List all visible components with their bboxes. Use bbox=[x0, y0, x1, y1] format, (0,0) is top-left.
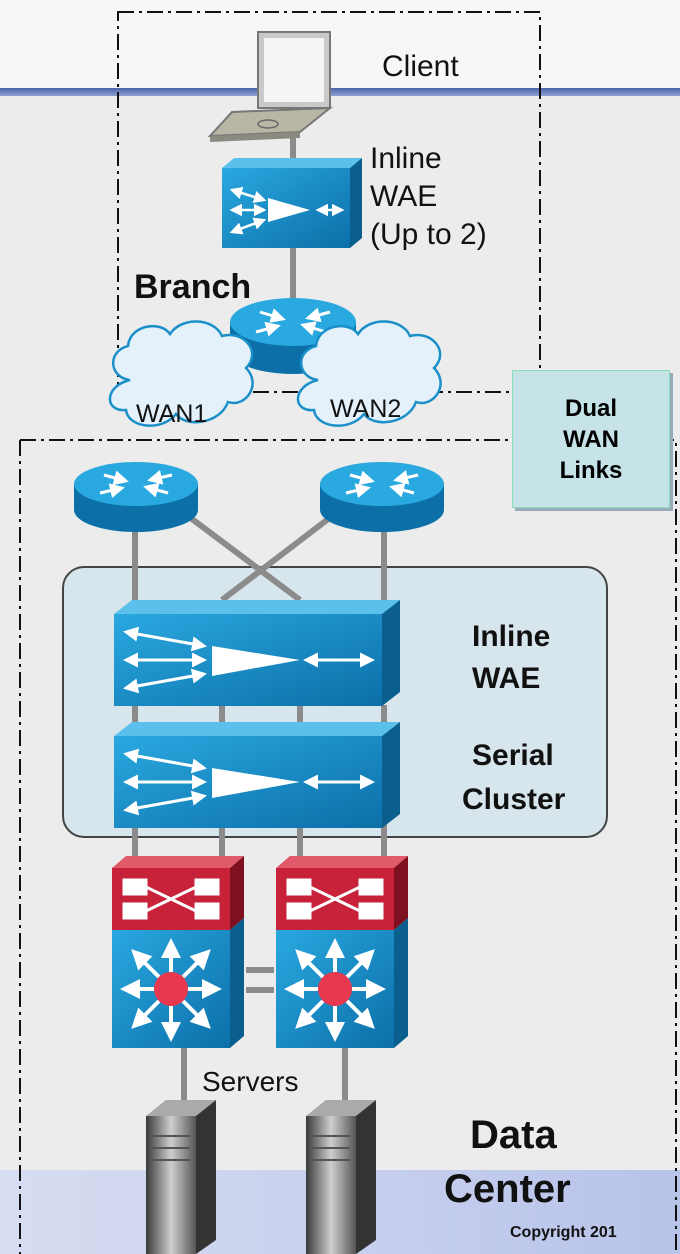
wan1-label: WAN1 bbox=[136, 400, 208, 428]
multilayer-switch-icon bbox=[276, 918, 408, 1048]
dc-wae-line1: Inline bbox=[472, 620, 551, 653]
dc-wae-label: Inline WAE bbox=[472, 616, 550, 700]
dual-wan-line2: WAN bbox=[563, 425, 619, 453]
serial-cluster-line1: Serial bbox=[472, 739, 554, 772]
branch-label: Branch bbox=[134, 268, 252, 306]
wae-appliance-icon bbox=[114, 722, 400, 828]
firewall-module-icon bbox=[112, 856, 244, 930]
cloud-icon bbox=[108, 320, 442, 427]
firewall-module-icon bbox=[276, 856, 408, 930]
wan2-label: WAN2 bbox=[330, 395, 402, 423]
data-center-line2: Center bbox=[444, 1167, 571, 1211]
serial-cluster-line2: Cluster bbox=[462, 783, 566, 816]
dual-wan-line1: Dual bbox=[564, 394, 617, 422]
client-label: Client bbox=[382, 50, 459, 83]
dual-wan-links-box: Dual WAN Links bbox=[512, 370, 670, 508]
wae-appliance-icon bbox=[222, 158, 362, 248]
branch-wae-label-line1: Inline bbox=[370, 142, 442, 175]
server-icon bbox=[306, 1100, 376, 1254]
copyright-text: Copyright 201 bbox=[510, 1224, 617, 1241]
data-center-label: Data Center bbox=[444, 1108, 571, 1216]
slide-top-rule bbox=[0, 88, 680, 96]
servers-label: Servers bbox=[198, 1066, 303, 1098]
serial-cluster-label: Serial Cluster bbox=[462, 734, 565, 822]
laptop-icon bbox=[207, 31, 334, 142]
dc-wae-line2: WAE bbox=[472, 662, 541, 695]
branch-wae-label: Inline WAE (Up to 2) bbox=[370, 140, 487, 254]
datacenter-boundary bbox=[19, 439, 677, 1254]
multilayer-switch-icon bbox=[112, 918, 244, 1048]
router-icon bbox=[74, 462, 198, 532]
dual-wan-line3: Links bbox=[559, 456, 623, 484]
router-icon bbox=[320, 462, 444, 532]
slide-top-band bbox=[0, 0, 680, 90]
branch-wae-label-line3: (Up to 2) bbox=[370, 218, 487, 251]
server-icon bbox=[146, 1100, 216, 1254]
branch-wae-label-line2: WAE bbox=[370, 180, 438, 213]
data-center-line1: Data bbox=[470, 1113, 557, 1157]
wae-appliance-icon bbox=[114, 600, 400, 706]
